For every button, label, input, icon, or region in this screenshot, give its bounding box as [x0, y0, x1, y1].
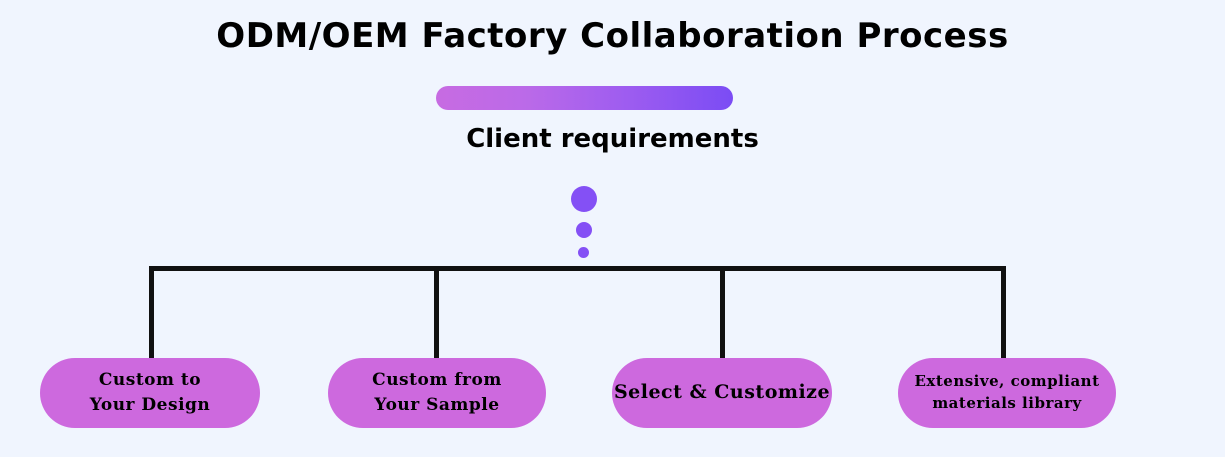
root-node-label: Client requirements [466, 124, 759, 154]
flow-dot-large-icon [571, 186, 597, 212]
flow-dot-medium-icon [576, 222, 592, 238]
node-label-line-1: Select & Customize [613, 381, 831, 404]
node-label-line-1: Custom to [98, 370, 202, 391]
node-custom-from-your-sample[interactable]: Custom from Your Sample [328, 358, 546, 428]
node-label-line-2: Your Sample [374, 395, 500, 415]
node-custom-to-your-design[interactable]: Custom to Your Design [40, 358, 260, 428]
connector-branch-2 [434, 266, 439, 364]
flow-dot-small-icon [578, 247, 589, 258]
page-title: ODM/OEM Factory Collaboration Process [216, 16, 1009, 56]
connector-branch-1 [149, 266, 154, 364]
node-label-line-2: Your Design [89, 395, 211, 415]
connector-branch-4 [1001, 266, 1006, 364]
node-label-line-2: materials library [932, 394, 1082, 412]
node-select-and-customize[interactable]: Select & Customize [612, 358, 832, 428]
dots-group [0, 186, 1225, 266]
connector-horizontal-bar [149, 266, 1006, 271]
connector-branch-3 [720, 266, 725, 364]
node-extensive-compliant-materials-library[interactable]: Extensive, compliant materials library [898, 358, 1116, 428]
node-label-line-1: Custom from [372, 370, 502, 391]
node-label-line-1: Extensive, compliant [914, 372, 1100, 391]
root-gradient-bar [436, 86, 733, 110]
